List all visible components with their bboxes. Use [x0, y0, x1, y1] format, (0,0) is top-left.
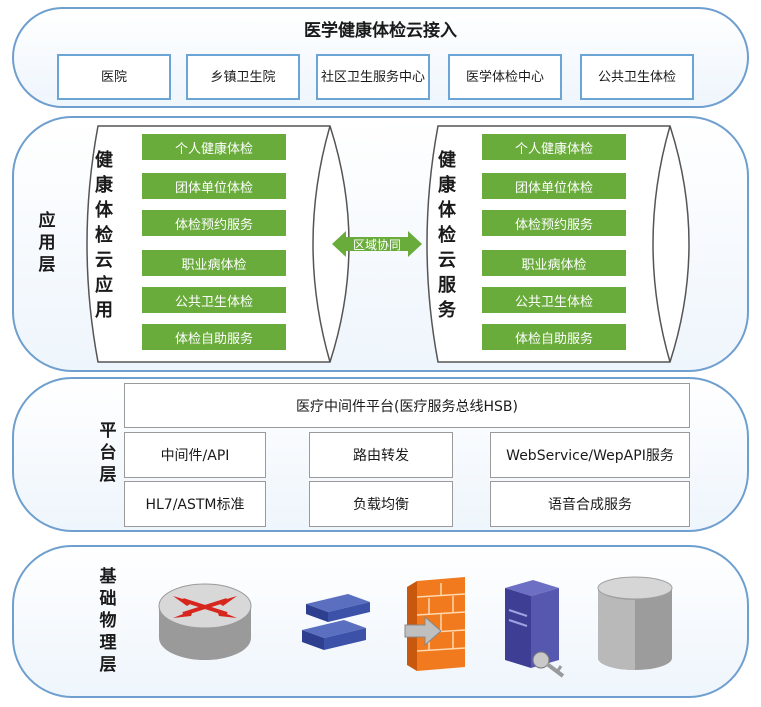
router-icon	[158, 583, 252, 660]
app-left-item: 团体单位体检	[142, 173, 286, 199]
platform-cell: 路由转发	[309, 432, 453, 478]
server-icon	[505, 580, 565, 678]
app-right-item: 个人健康体检	[482, 134, 626, 160]
app-right-title: 健康体检云服务	[438, 150, 456, 321]
platform-cell: 语音合成服务	[490, 481, 690, 527]
infra-layer-label: 基础物理层	[99, 567, 117, 675]
platform-cell: HL7/ASTM标准	[124, 481, 266, 527]
access-item-public-health: 公共卫生体检	[580, 54, 694, 100]
database-icon	[597, 576, 673, 670]
app-left-item: 体检自助服务	[142, 324, 286, 350]
app-left-title: 健康体检云应用	[95, 150, 113, 321]
platform-cell: 中间件/API	[124, 432, 266, 478]
app-left-item: 个人健康体检	[142, 134, 286, 160]
double-arrow-icon	[332, 231, 422, 257]
app-left-item: 体检预约服务	[142, 210, 286, 236]
app-right-item: 公共卫生体检	[482, 287, 626, 313]
app-layer-label: 应用层	[38, 211, 56, 275]
switch-icon	[302, 594, 370, 650]
access-item-exam-center: 医学体检中心	[448, 54, 562, 100]
double-arrow-label: 区域协同	[352, 237, 401, 252]
access-title: 医学健康体检云接入	[304, 21, 457, 41]
platform-cell: 负载均衡	[309, 481, 453, 527]
firewall-icon	[404, 577, 466, 671]
platform-cell: WebService/WepAPI服务	[490, 432, 690, 478]
access-item-hospital: 医院	[57, 54, 171, 100]
app-right-item: 职业病体检	[482, 250, 626, 276]
app-right-item: 体检自助服务	[482, 324, 626, 350]
platform-layer-label: 平台层	[99, 421, 117, 485]
access-item-community-center: 社区卫生服务中心	[316, 54, 430, 100]
app-left-item: 公共卫生体检	[142, 287, 286, 313]
access-item-township-clinic: 乡镇卫生院	[186, 54, 300, 100]
app-left-item: 职业病体检	[142, 250, 286, 276]
app-right-item: 体检预约服务	[482, 210, 626, 236]
app-right-item: 团体单位体检	[482, 173, 626, 199]
platform-header: 医疗中间件平台(医疗服务总线HSB)	[124, 383, 690, 428]
